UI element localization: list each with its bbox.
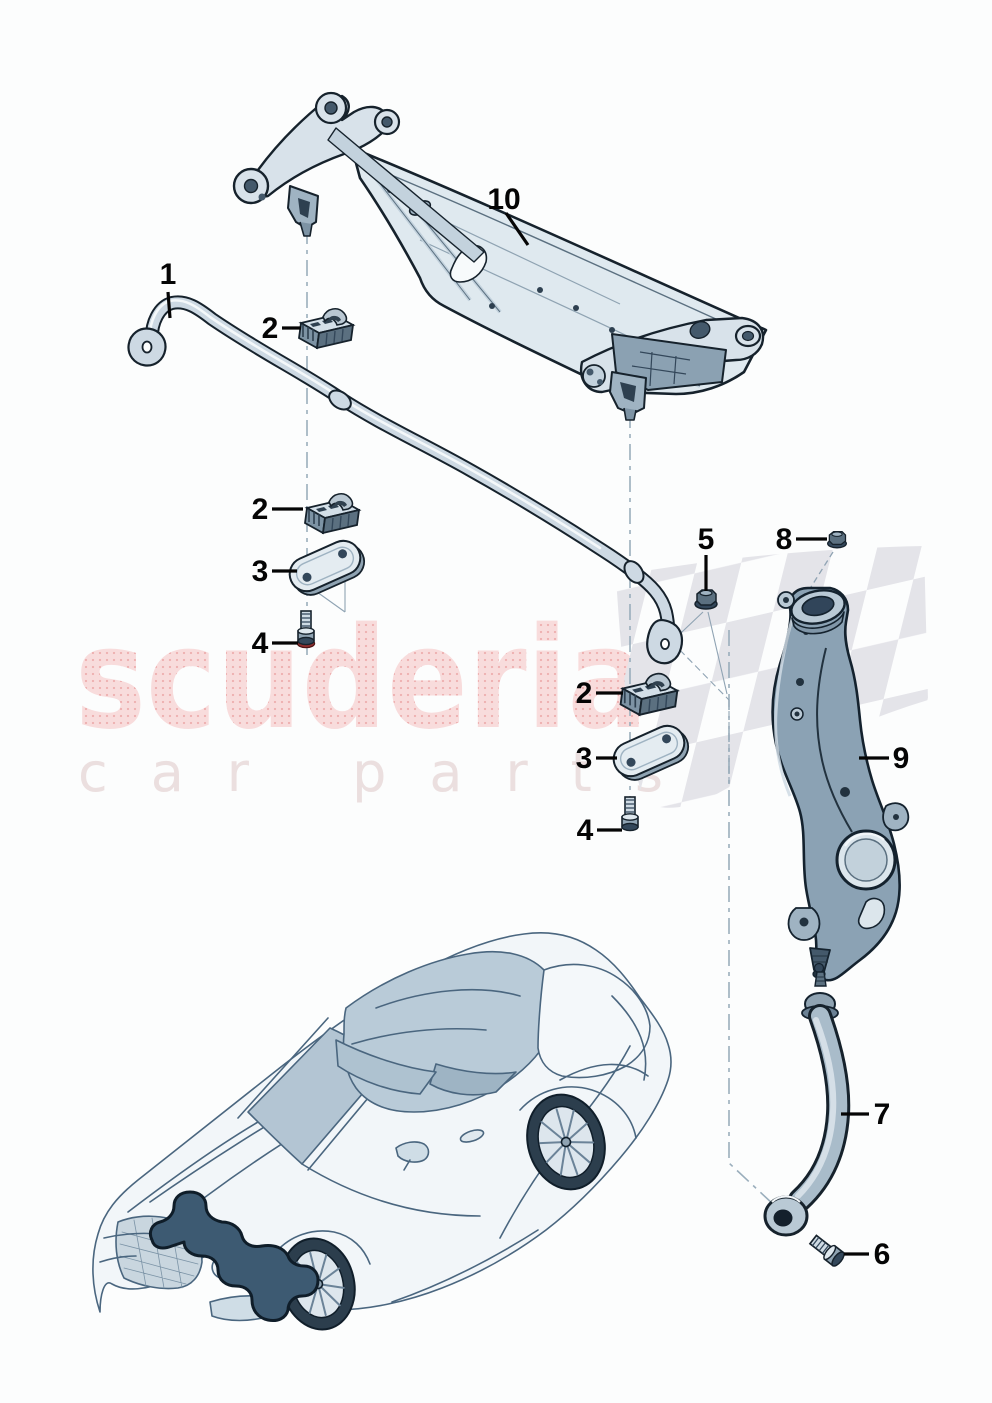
callout-label-2[interactable]: 2	[252, 493, 269, 526]
callout-label-2[interactable]: 2	[576, 677, 593, 710]
part-nut-8	[827, 531, 847, 549]
callout-label-4[interactable]: 4	[252, 627, 269, 660]
callout-leader-1	[166, 291, 172, 319]
callout-label-6[interactable]: 6	[874, 1238, 891, 1271]
callout-layer: 1 2 10 2 3 4 2 3 4 5 8 9 7 6	[160, 183, 910, 1271]
callout-label-7[interactable]: 7	[874, 1098, 891, 1131]
watermark-brand-text: scuderia	[75, 598, 648, 761]
car-illustration	[92, 931, 672, 1331]
callout-leader-10	[504, 212, 530, 246]
callout-label-10[interactable]: 10	[487, 183, 520, 216]
callout-label-4[interactable]: 4	[577, 814, 594, 847]
checkered-flag-watermark	[616, 546, 928, 808]
callout-label-2[interactable]: 2	[262, 312, 279, 345]
part-knuckle	[771, 586, 910, 982]
suspension-highlight-silhouette	[148, 1190, 320, 1322]
part-subframe	[232, 91, 768, 421]
part-link-arm	[763, 962, 851, 1237]
callout-label-3[interactable]: 3	[576, 742, 593, 775]
callout-label-5[interactable]: 5	[698, 523, 715, 556]
callout-label-3[interactable]: 3	[252, 555, 269, 588]
callout-label-9[interactable]: 9	[893, 742, 910, 775]
part-bolt-right	[621, 796, 639, 832]
part-nut-5	[694, 589, 718, 610]
callout-label-8[interactable]: 8	[776, 523, 793, 556]
callout-label-1[interactable]: 1	[160, 258, 177, 291]
